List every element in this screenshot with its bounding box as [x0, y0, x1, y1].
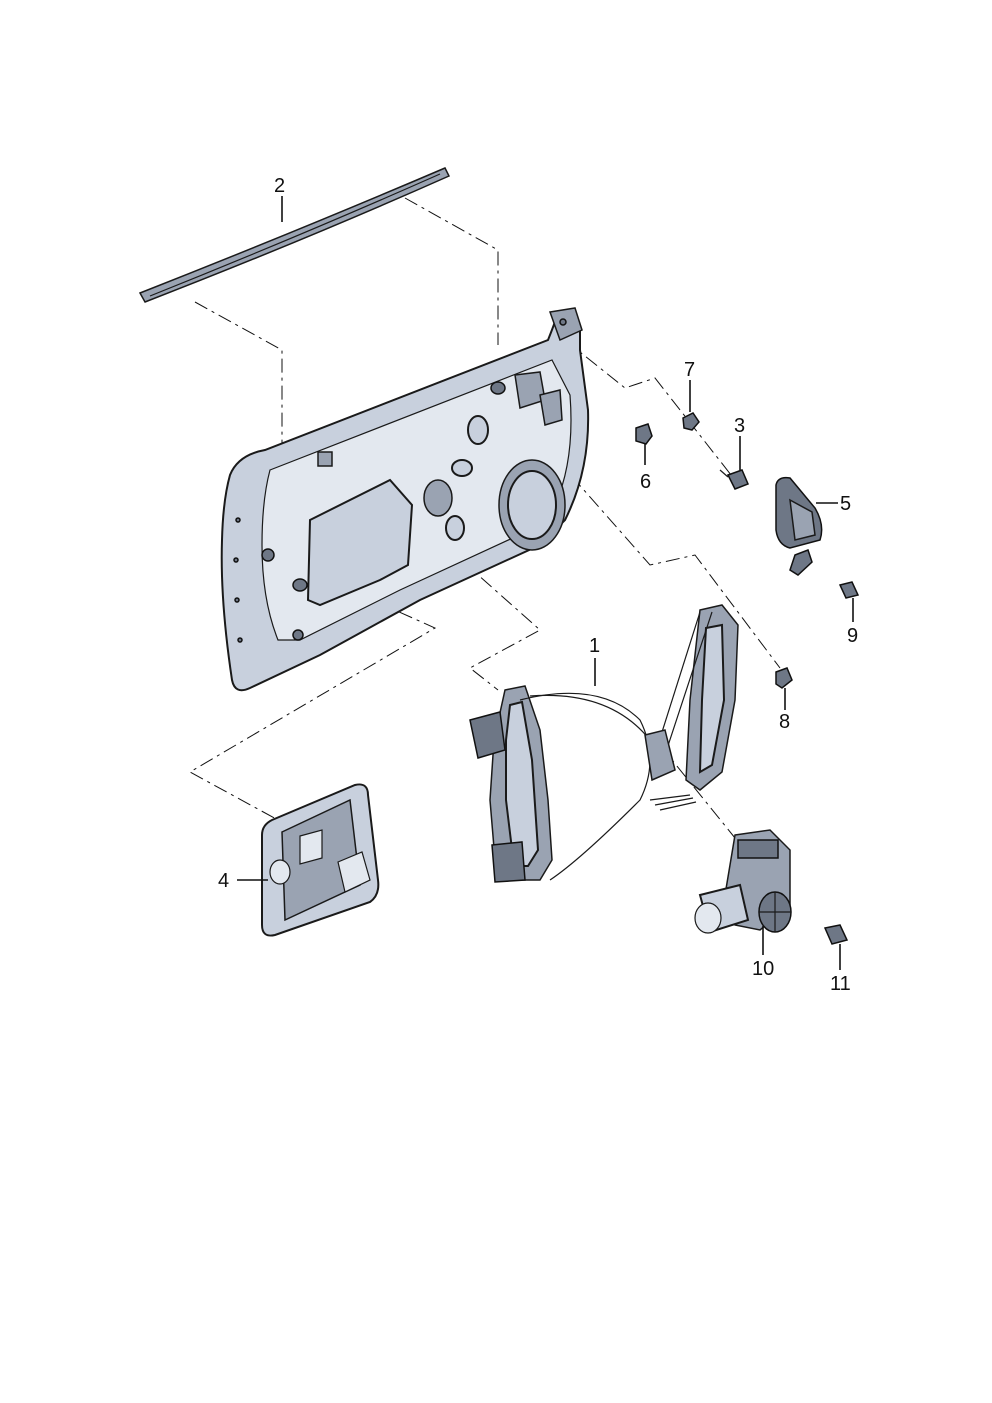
callouts: 1 2 3 4 5 6 7 8 9 10 11 [218, 175, 858, 995]
callout-7: 7 [684, 359, 695, 381]
callout-9: 9 [847, 625, 858, 647]
window-seal-strip [138, 167, 451, 303]
callout-11: 11 [830, 973, 851, 995]
callout-1: 1 [589, 635, 600, 657]
clip-nut-8 [775, 667, 793, 689]
leader-lines [237, 196, 854, 970]
callout-2: 2 [274, 175, 285, 197]
clip-nut-7 [682, 412, 700, 431]
screw-11 [823, 924, 849, 945]
clip-nut-6 [635, 423, 653, 445]
callout-8: 8 [779, 711, 790, 733]
callout-3: 3 [734, 415, 745, 437]
cover-plate [261, 783, 380, 937]
door-inner-panel [220, 307, 590, 692]
window-regulator [469, 604, 739, 883]
mirror-triangle-cover [775, 476, 823, 576]
screw-3 [719, 469, 749, 490]
callout-6: 6 [640, 471, 651, 493]
screw-9 [838, 581, 860, 599]
callout-10: 10 [752, 958, 774, 980]
callout-4: 4 [218, 870, 229, 892]
callout-5: 5 [840, 493, 851, 515]
window-motor [694, 829, 792, 934]
